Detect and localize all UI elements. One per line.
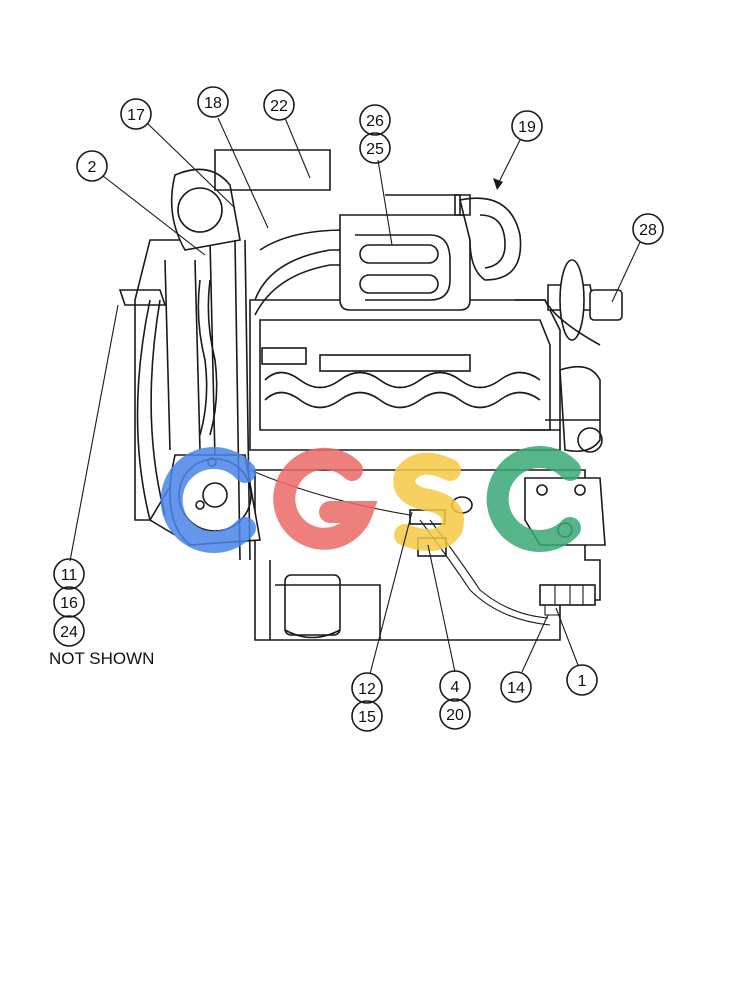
callout-label: 18 xyxy=(204,95,222,112)
callout-28: 28 xyxy=(632,213,664,245)
watermark-letter-2 xyxy=(273,447,378,550)
callout-22: 22 xyxy=(263,89,295,121)
watermark-letter-3 xyxy=(393,452,464,552)
watermark xyxy=(160,446,581,553)
callout-label: 1 xyxy=(578,673,587,690)
callout-label: 26 xyxy=(366,113,384,130)
callout-11: 11 xyxy=(53,558,85,590)
callout-20: 20 xyxy=(439,698,471,730)
callout-18: 18 xyxy=(197,86,229,118)
callout-26: 26 xyxy=(359,104,391,136)
callout-1: 1 xyxy=(566,664,598,696)
callout-label: 17 xyxy=(127,107,145,124)
callout-label: 14 xyxy=(507,680,525,697)
callout-label: 28 xyxy=(639,222,657,239)
callout-label: 15 xyxy=(358,709,376,726)
not-shown-note: NOT SHOWN xyxy=(49,649,154,668)
callout-17: 17 xyxy=(120,98,152,130)
watermark-letter-1 xyxy=(160,447,256,553)
callout-15: 15 xyxy=(351,700,383,732)
callout-2: 2 xyxy=(76,150,108,182)
callout-14: 14 xyxy=(500,671,532,703)
callout-16: 16 xyxy=(53,586,85,618)
callout-label: 4 xyxy=(451,679,460,696)
callout-label: 25 xyxy=(366,141,384,158)
callout-4: 4 xyxy=(439,670,471,702)
callout-label: 24 xyxy=(60,624,78,641)
callout-label: 19 xyxy=(518,119,536,136)
callout-label: 22 xyxy=(270,98,288,115)
callout-label: 12 xyxy=(358,681,376,698)
callout-label: 20 xyxy=(446,707,464,724)
callout-24: 24 xyxy=(53,615,85,647)
callout-label: 11 xyxy=(61,567,78,584)
leader-lines xyxy=(69,117,641,675)
callout-label: 2 xyxy=(88,159,97,176)
engine-illustration xyxy=(118,149,623,641)
watermark-letter-4 xyxy=(486,446,581,552)
callout-label: 16 xyxy=(60,595,78,612)
callout-19: 19 xyxy=(511,110,543,142)
callout-12: 12 xyxy=(351,672,383,704)
callout-25: 25 xyxy=(359,132,391,164)
